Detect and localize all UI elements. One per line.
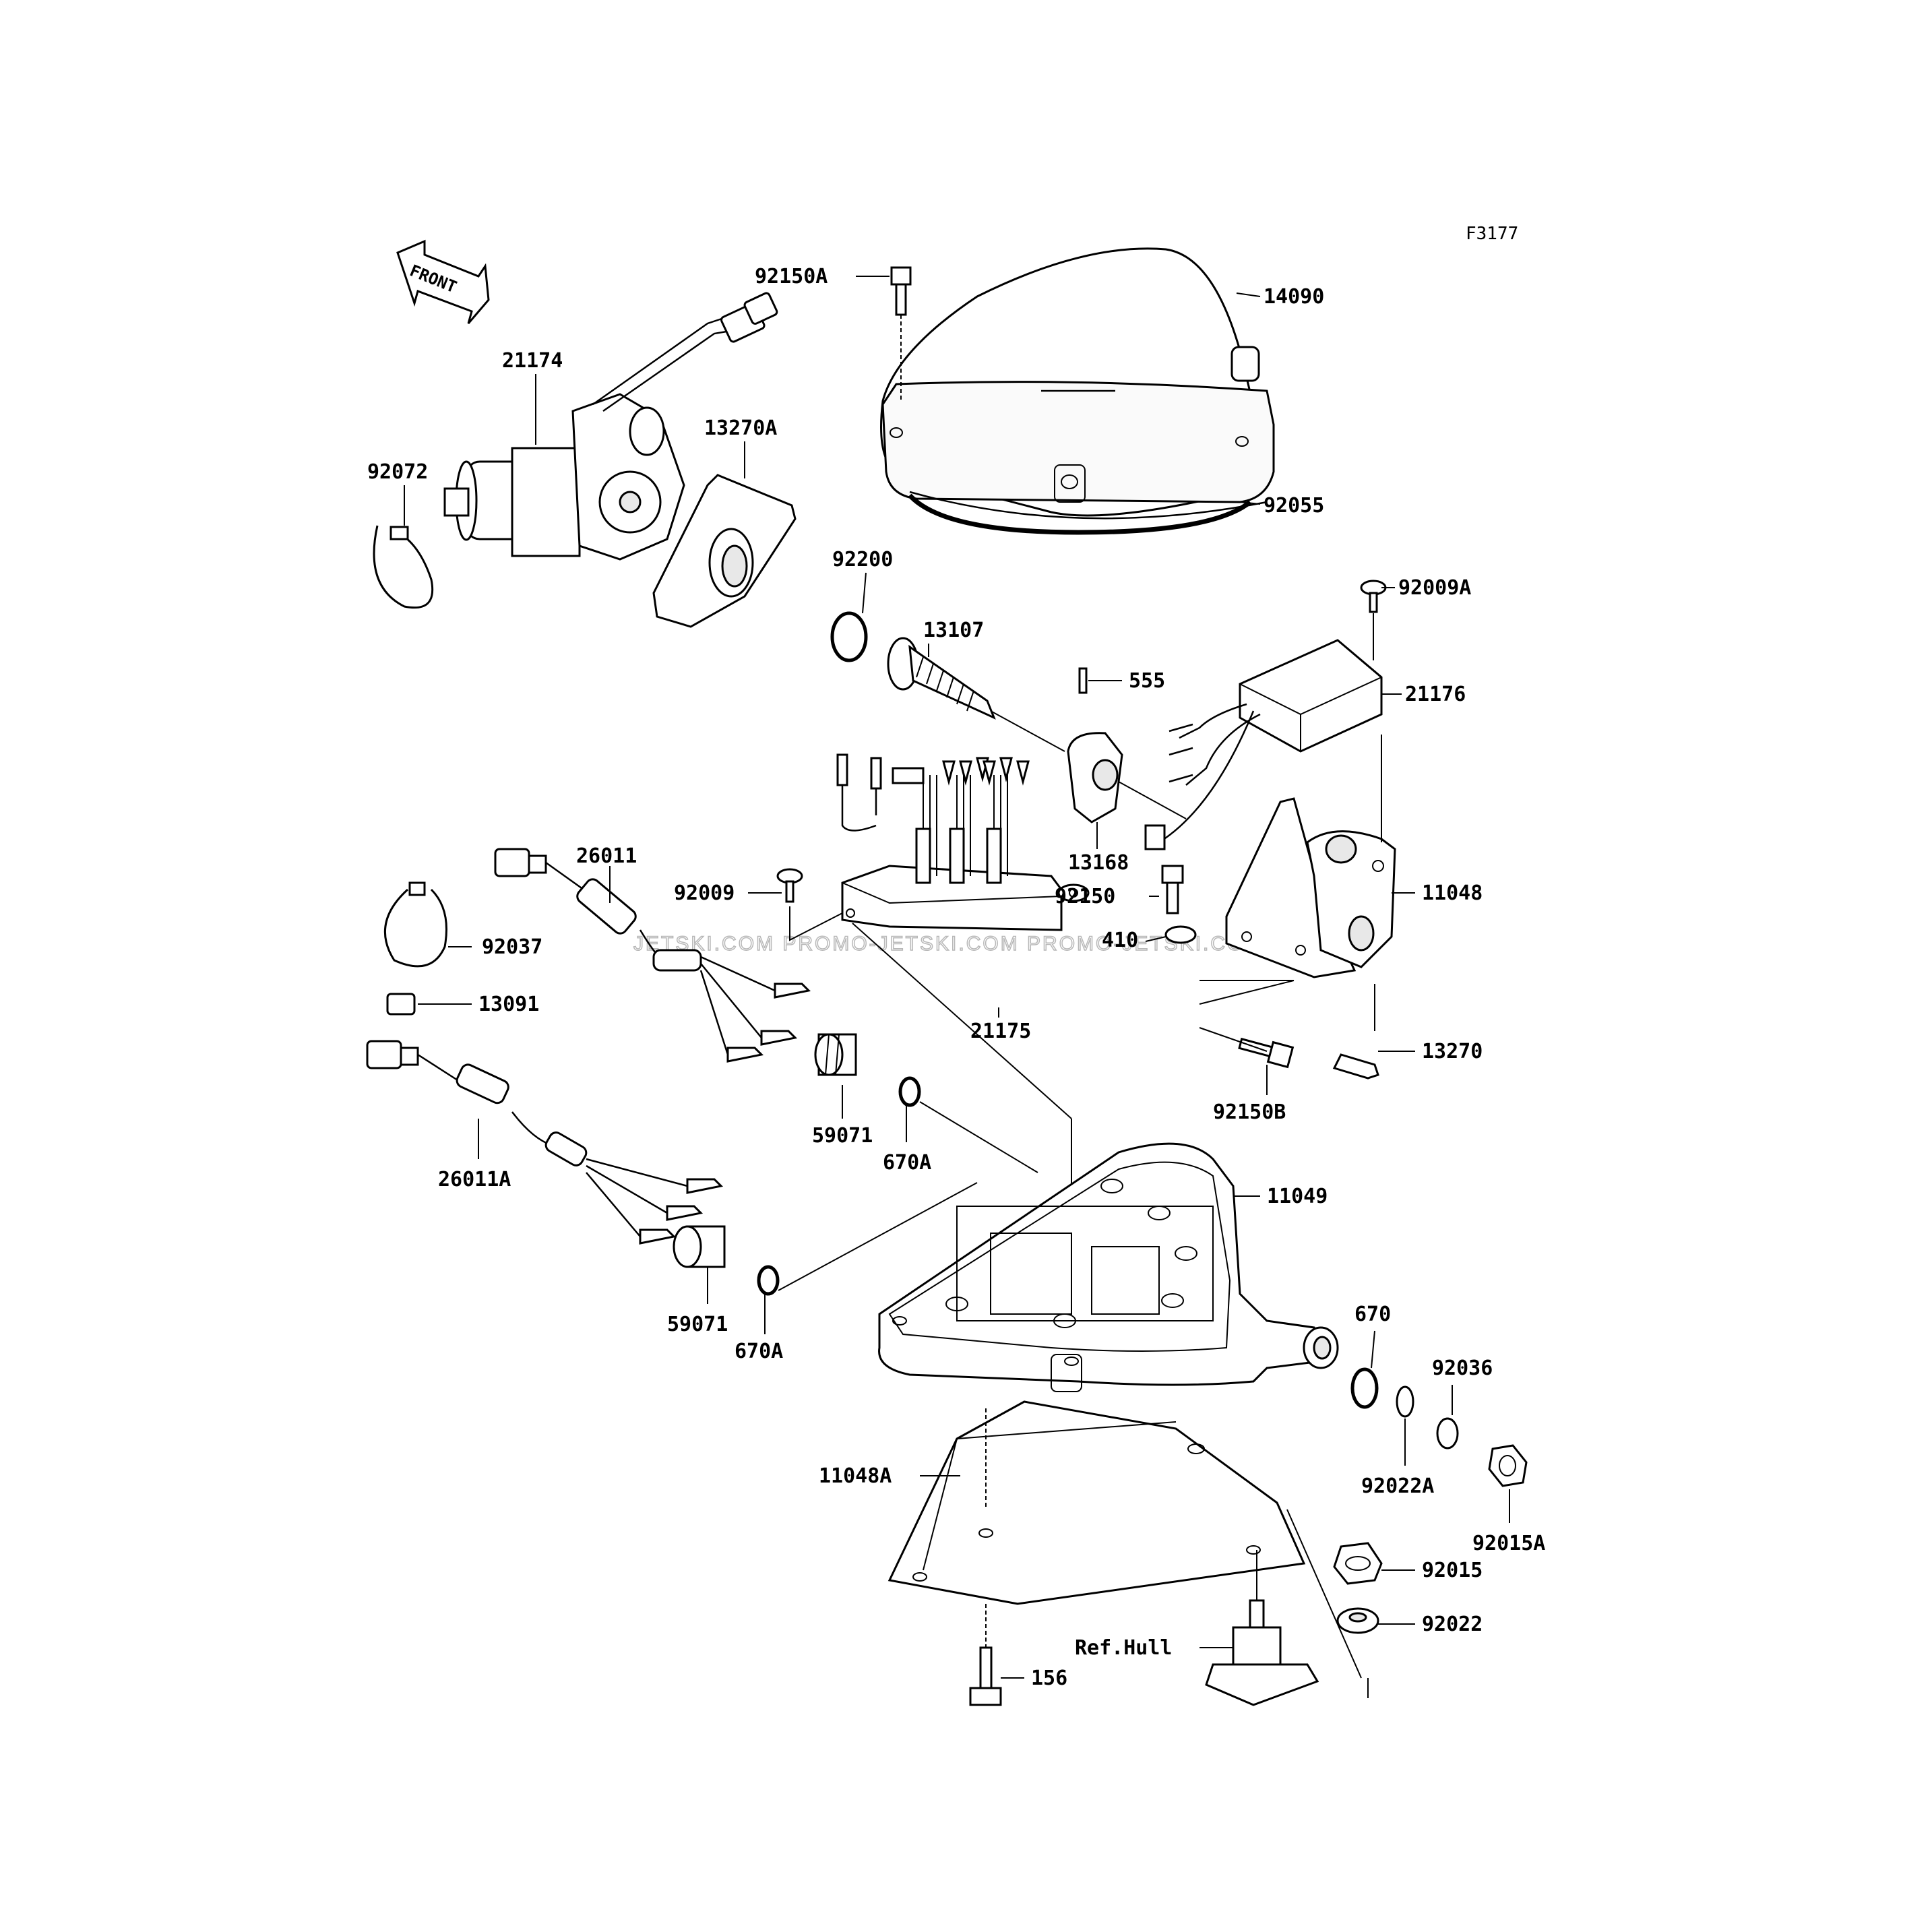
label-92055: 92055 [1264,494,1324,518]
label-26011A: 26011A [438,1168,511,1191]
label-11048A: 11048A [819,1464,892,1488]
screw-92009 [776,868,843,941]
hull-mount [1205,1550,1319,1706]
label-92009: 92009 [674,881,735,905]
label-59071-lower: 59071 [667,1313,728,1336]
front-arrow-icon: FRONT [396,239,490,324]
housing-11049 [878,1142,1339,1392]
washer-92022A [1396,1385,1414,1418]
label-92150: 92150 [1055,885,1115,908]
label-92200: 92200 [832,548,893,571]
cover-14090 [880,247,1275,520]
washer-410 [1164,925,1197,944]
label-92036: 92036 [1432,1357,1493,1380]
label-670: 670 [1354,1303,1391,1326]
label-92015: 92015 [1422,1559,1483,1582]
label-92009A: 92009A [1398,576,1471,600]
screw-92009A [1360,580,1387,660]
cable-tie-92037 [383,881,447,968]
gasket-13270A [652,474,797,628]
label-11049: 11049 [1267,1185,1328,1208]
leader-lines [404,276,1510,1679]
connector-26011 [494,848,811,1063]
label-670A-upper: 670A [883,1151,931,1175]
label-14090: 14090 [1264,285,1324,309]
lever-13168 [1067,732,1187,823]
label-59071-upper: 59071 [812,1124,873,1148]
bolt-156 [969,1646,1002,1706]
label-26011: 26011 [576,844,637,868]
label-21175: 21175 [970,1020,1031,1043]
watermark: JETSKI.COM PROMO-JETSKI.COM PROMO-JETSKI… [633,933,1264,955]
lock-washer-92036 [1436,1417,1459,1450]
label-92015A: 92015A [1472,1532,1545,1555]
gasket-92055 [908,493,1252,535]
label-92022: 92022 [1422,1613,1483,1636]
label-410: 410 [1102,929,1138,952]
label-92150B: 92150B [1213,1100,1286,1124]
label-92022A: 92022A [1361,1474,1434,1498]
nut-92015A [1488,1444,1528,1487]
label-670A-lower: 670A [735,1340,783,1363]
control-box-21175 [836,753,1090,1321]
figure-code: F3177 [1466,224,1518,244]
label-92150A: 92150A [755,265,828,288]
label-21174: 21174 [502,349,563,373]
bolt-92150 [1161,865,1184,914]
label-156: 156 [1031,1666,1067,1690]
cable-tie-92072 [373,525,434,609]
connector-26011A [366,1040,724,1245]
nut-92015 [1333,1542,1383,1585]
label-13168: 13168 [1068,851,1129,875]
fitting-59071-upper [814,1033,857,1076]
label-ref-hull: Ref.Hull [1075,1636,1173,1660]
label-11048: 11048 [1422,881,1483,905]
fitting-59071-lower [673,1225,726,1268]
label-13107: 13107 [923,619,984,642]
label-21176: 21176 [1405,683,1466,706]
bracket-11048 [1225,735,1396,1031]
plate-13270 [1332,1053,1379,1080]
label-13091: 13091 [478,993,539,1016]
label-13270: 13270 [1422,1040,1483,1063]
motor-21174 [443,292,778,561]
label-92037: 92037 [482,935,542,959]
o-ring-92200 [830,611,868,662]
washer-92022 [1336,1607,1379,1634]
switch-box-21176 [1144,639,1383,850]
bolt-92150A [890,266,912,401]
label-13270A: 13270A [704,416,777,440]
label-92072: 92072 [367,460,428,484]
plate-11048A [887,1400,1306,1651]
clip-13091 [386,993,416,1016]
pin-555 [1078,667,1088,694]
o-ring-670A-lower [757,1265,780,1296]
part-labels: 14090 92150A 92055 21174 92072 13270A 92… [367,265,1545,1690]
shaft-13107 [887,637,1065,752]
label-555: 555 [1129,669,1165,693]
o-ring-670A-upper [898,1076,921,1107]
o-ring-670 [1350,1367,1379,1409]
